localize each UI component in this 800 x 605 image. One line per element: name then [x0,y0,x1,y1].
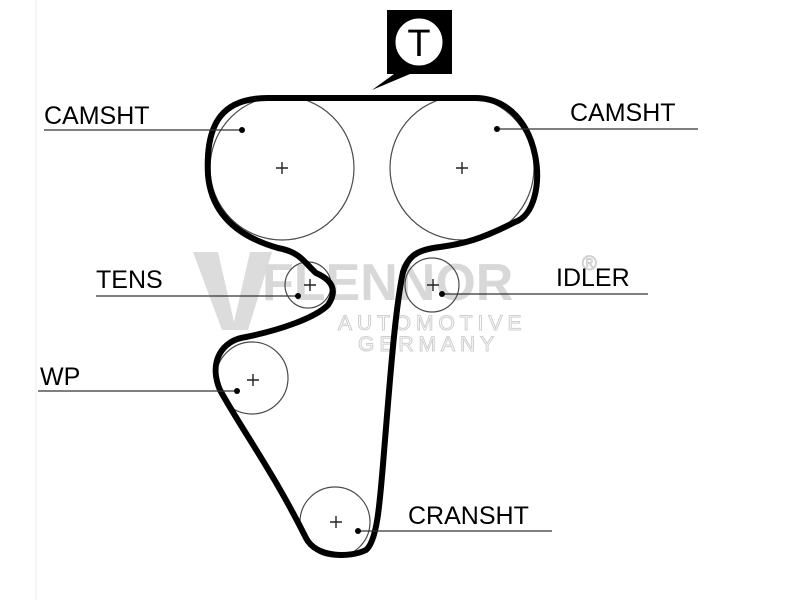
crankshaft-centre [330,516,342,528]
top-marker: T [372,10,452,90]
idler-marker-dot [439,291,445,297]
water-pump-centre [247,374,259,386]
crankshaft-marker-dot [355,528,361,534]
watermark-registered-mark: ® [582,253,597,275]
timing-belt [204,95,541,558]
labels: CAMSHT CAMSHT TENS IDLER WP CRANSHT [40,99,676,530]
label-camshaft-left: CAMSHT [44,102,150,130]
idler-pulley [404,257,460,313]
marker-pointer [372,74,410,90]
label-camshaft-right: CAMSHT [570,99,676,127]
marker-badge-letter: T [407,23,430,65]
label-idler: IDLER [556,264,630,292]
watermark-brand: FLENNOR [262,254,513,312]
tensioner-centre [304,279,316,291]
idler-centre [427,279,439,291]
label-water-pump: WP [40,363,80,391]
camshaft-left-marker-dot [239,127,245,133]
watermark-logo-mark [193,252,272,330]
camshaft-right-centre [456,162,468,174]
watermark-line2: GERMANY [358,333,499,356]
camshaft-right-marker-dot [494,126,500,132]
camshaft-left-centre [276,162,288,174]
water-pump-marker-dot [234,388,240,394]
label-tensioner: TENS [96,266,163,294]
marker-badge-circle [392,15,446,69]
tensioner-marker-dot [295,293,301,299]
pulley-centres [247,162,468,528]
leaders [38,126,698,534]
label-crankshaft: CRANSHT [408,502,529,530]
watermark-line1: AUTOMOTIVE [338,312,526,335]
